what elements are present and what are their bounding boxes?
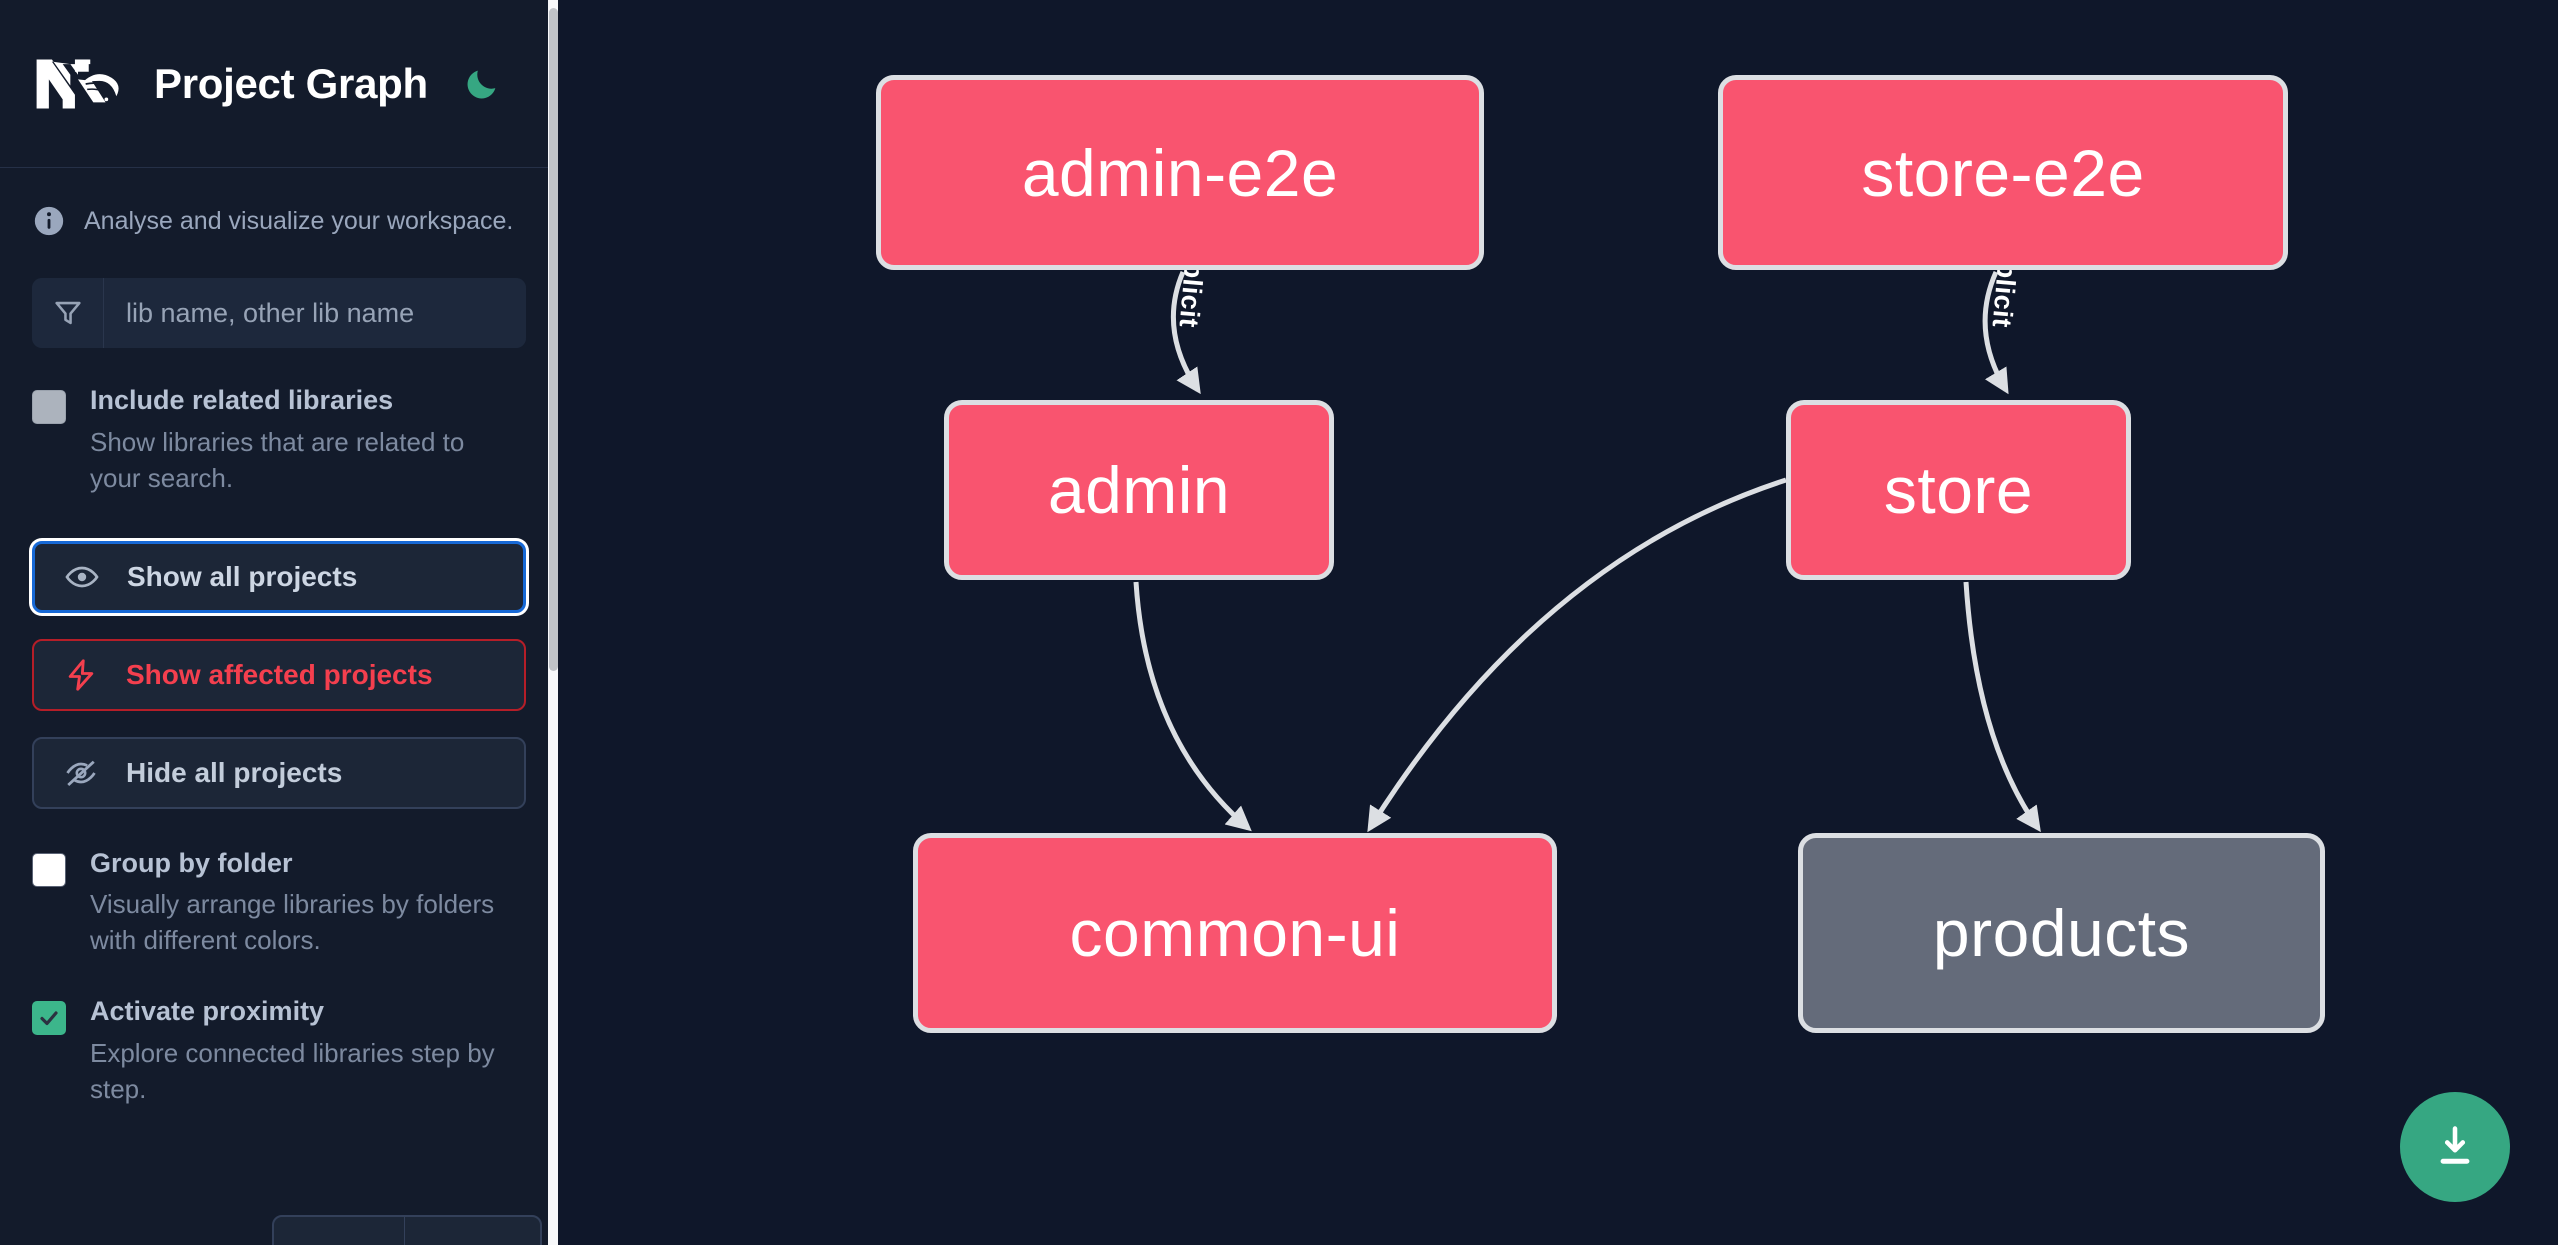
- hide-all-projects-button[interactable]: Hide all projects: [32, 736, 526, 809]
- checkbox-description: Explore connected libraries step by step…: [90, 1037, 495, 1104]
- show-all-projects-label: Show all projects: [127, 560, 358, 592]
- checkbox-text-group: Group by folder Visually arrange librari…: [90, 847, 520, 960]
- sidebar-header: Project Graph: [0, 0, 558, 168]
- eye-icon: [63, 558, 101, 596]
- graph-node-common-ui[interactable]: common-ui: [913, 833, 1557, 1033]
- hide-all-projects-label: Hide all projects: [126, 756, 343, 788]
- checkbox-label: Group by folder: [90, 847, 293, 878]
- checkbox-description: Show libraries that are related to your …: [90, 426, 465, 493]
- checkbox-label: Activate proximity: [90, 996, 325, 1026]
- checkbox-box-disabled-icon[interactable]: [32, 390, 66, 424]
- checkbox-group-by-folder[interactable]: Group by folder Visually arrange librari…: [32, 847, 526, 960]
- filter-funnel-icon: [32, 278, 104, 348]
- project-visibility-buttons: Show all projects Show affected projects: [32, 540, 526, 809]
- checkbox-include-related-libraries[interactable]: Include related libraries Show libraries…: [32, 384, 526, 497]
- checkbox-text-group: Activate proximity Explore connected lib…: [90, 995, 520, 1108]
- divider: [404, 1217, 405, 1245]
- sidebar: Project Graph Analyse and visualize your…: [0, 0, 558, 1245]
- show-all-projects-button[interactable]: Show all projects: [32, 540, 526, 613]
- graph-node-store-e2e[interactable]: store-e2e: [1718, 75, 2288, 270]
- workspace-note-text: Analyse and visualize your workspace.: [84, 206, 514, 235]
- search-filter-row: [32, 278, 526, 348]
- checkbox-box-checked-icon[interactable]: [32, 1001, 66, 1035]
- graph-node-admin-e2e[interactable]: admin-e2e: [876, 75, 1484, 270]
- page-title: Project Graph: [154, 59, 428, 107]
- lightning-bolt-icon: [62, 656, 100, 694]
- checkbox-text-group: Include related libraries Show libraries…: [90, 384, 520, 497]
- graph-node-admin[interactable]: admin: [944, 400, 1334, 580]
- graph-node-products[interactable]: products: [1798, 833, 2325, 1033]
- partially-visible-button-group[interactable]: [272, 1215, 542, 1245]
- nx-logo: [32, 53, 124, 115]
- workspace-note: Analyse and visualize your workspace.: [0, 168, 558, 264]
- show-affected-projects-button[interactable]: Show affected projects: [32, 638, 526, 711]
- search-input[interactable]: [104, 278, 526, 348]
- checkbox-label: Include related libraries: [90, 385, 394, 415]
- info-icon: [32, 204, 66, 238]
- sidebar-body: Include related libraries Show libraries…: [0, 278, 558, 1108]
- graph-canvas[interactable]: implicit implicit admin-e2e store-e2e ad…: [558, 0, 2558, 1245]
- graph-node-store[interactable]: store: [1786, 400, 2131, 580]
- checkbox-box-unchecked-icon[interactable]: [32, 852, 66, 887]
- checkbox-activate-proximity[interactable]: Activate proximity Explore connected lib…: [32, 995, 526, 1108]
- checkbox-description: Visually arrange libraries by folders wi…: [90, 889, 495, 956]
- download-graph-button[interactable]: [2400, 1092, 2510, 1202]
- show-affected-projects-label: Show affected projects: [126, 658, 433, 690]
- eye-off-icon: [62, 754, 100, 792]
- moon-icon[interactable]: [458, 60, 506, 108]
- sidebar-scrollbar-thumb[interactable]: [549, 8, 558, 671]
